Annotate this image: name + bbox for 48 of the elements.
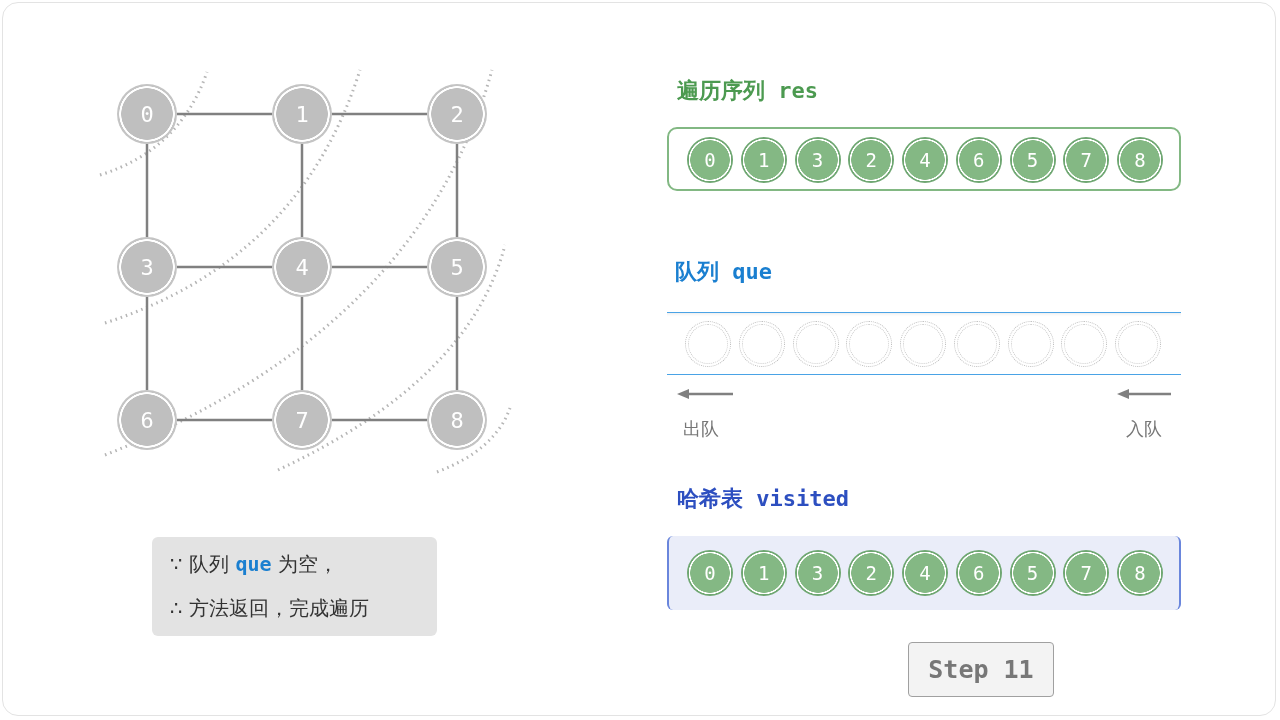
graph-vertex: 8	[427, 390, 487, 450]
vertex-circle: 8	[1117, 550, 1163, 596]
list-heading: 遍历序列 res	[677, 77, 818, 105]
vertex-circle: 5	[1009, 137, 1056, 183]
vertex-circle: 1	[740, 137, 787, 183]
step-box: Step 11	[908, 642, 1054, 697]
vertex-circle: 7	[1063, 137, 1110, 183]
vertex-circle: 8	[1117, 137, 1163, 183]
graph-edge	[145, 297, 149, 390]
graph-edge	[455, 144, 459, 237]
graph-vertex: 5	[427, 237, 487, 297]
graph-vertex: 3	[117, 237, 177, 297]
graph-edge	[455, 297, 459, 390]
vertex-circle: 7	[1063, 550, 1110, 596]
enqueue-label: 入队	[1126, 417, 1162, 441]
vertex-circle: 5	[1009, 550, 1056, 596]
graph-vertex: 0	[117, 84, 177, 144]
queue-heading: 队列 que	[675, 258, 772, 286]
graph-vertex: 7	[272, 390, 332, 450]
vertex-circle: 0	[687, 137, 733, 183]
vertex-circle: 1	[740, 550, 787, 596]
vertex-circle: 6	[955, 137, 1002, 183]
dequeue-label: 出队	[683, 417, 719, 441]
vertex-circle: 2	[848, 550, 895, 596]
graph-edge	[145, 144, 149, 237]
vertex-circle: 2	[848, 137, 895, 183]
hash-set-heading: 哈希表 visited	[677, 485, 849, 513]
graph-edge	[177, 112, 272, 116]
vertex-circle: 3	[794, 550, 841, 596]
graph-edge	[300, 297, 304, 390]
graph-edge	[177, 418, 272, 422]
graph-vertex: 2	[427, 84, 487, 144]
note-text: ∵ 队列 que 为空，	[170, 551, 338, 578]
vertex-circle: 4	[902, 550, 948, 596]
graph-edge	[300, 144, 304, 237]
note-text: ∴ 方法返回，完成遍历	[170, 595, 370, 622]
vertex-circle: 0	[687, 550, 733, 596]
graph-edge	[332, 112, 427, 116]
graph-vertex: 6	[117, 390, 177, 450]
graph-vertex: 1	[272, 84, 332, 144]
graph-edge	[177, 265, 272, 269]
vertex-circle: 6	[955, 550, 1002, 596]
vertex-circle: 4	[902, 137, 948, 183]
graph-vertex: 4	[272, 237, 332, 297]
graph-edge	[332, 418, 427, 422]
note-box	[152, 537, 437, 636]
vertex-circle: 3	[794, 137, 841, 183]
graph-edge	[332, 265, 427, 269]
